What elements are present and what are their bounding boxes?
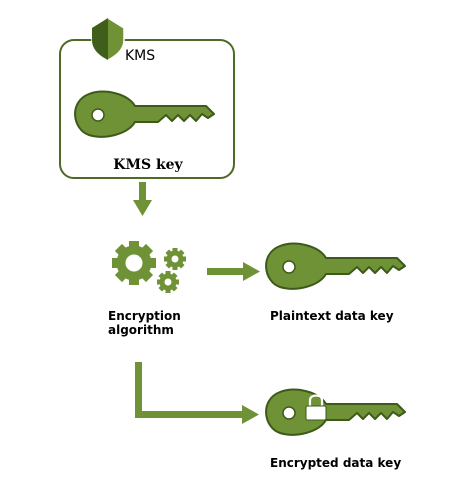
algorithm-label: Encryption algorithm — [108, 309, 181, 337]
algorithm-label-line1: Encryption — [108, 309, 181, 323]
key-icon — [265, 242, 406, 290]
locked-key-icon — [265, 388, 406, 436]
arrow-elbow-icon — [135, 362, 259, 424]
shield-icon — [91, 17, 125, 61]
service-label: KMS — [125, 48, 156, 64]
kms-key-label: KMS key — [113, 157, 183, 173]
arrow-right-icon — [207, 262, 260, 281]
encrypted-key-label: Encrypted data key — [270, 456, 402, 470]
plaintext-key-label: Plaintext data key — [270, 309, 394, 323]
algorithm-label-line2: algorithm — [108, 323, 174, 337]
gears-icon — [112, 241, 186, 293]
arrow-down-icon — [133, 182, 152, 216]
